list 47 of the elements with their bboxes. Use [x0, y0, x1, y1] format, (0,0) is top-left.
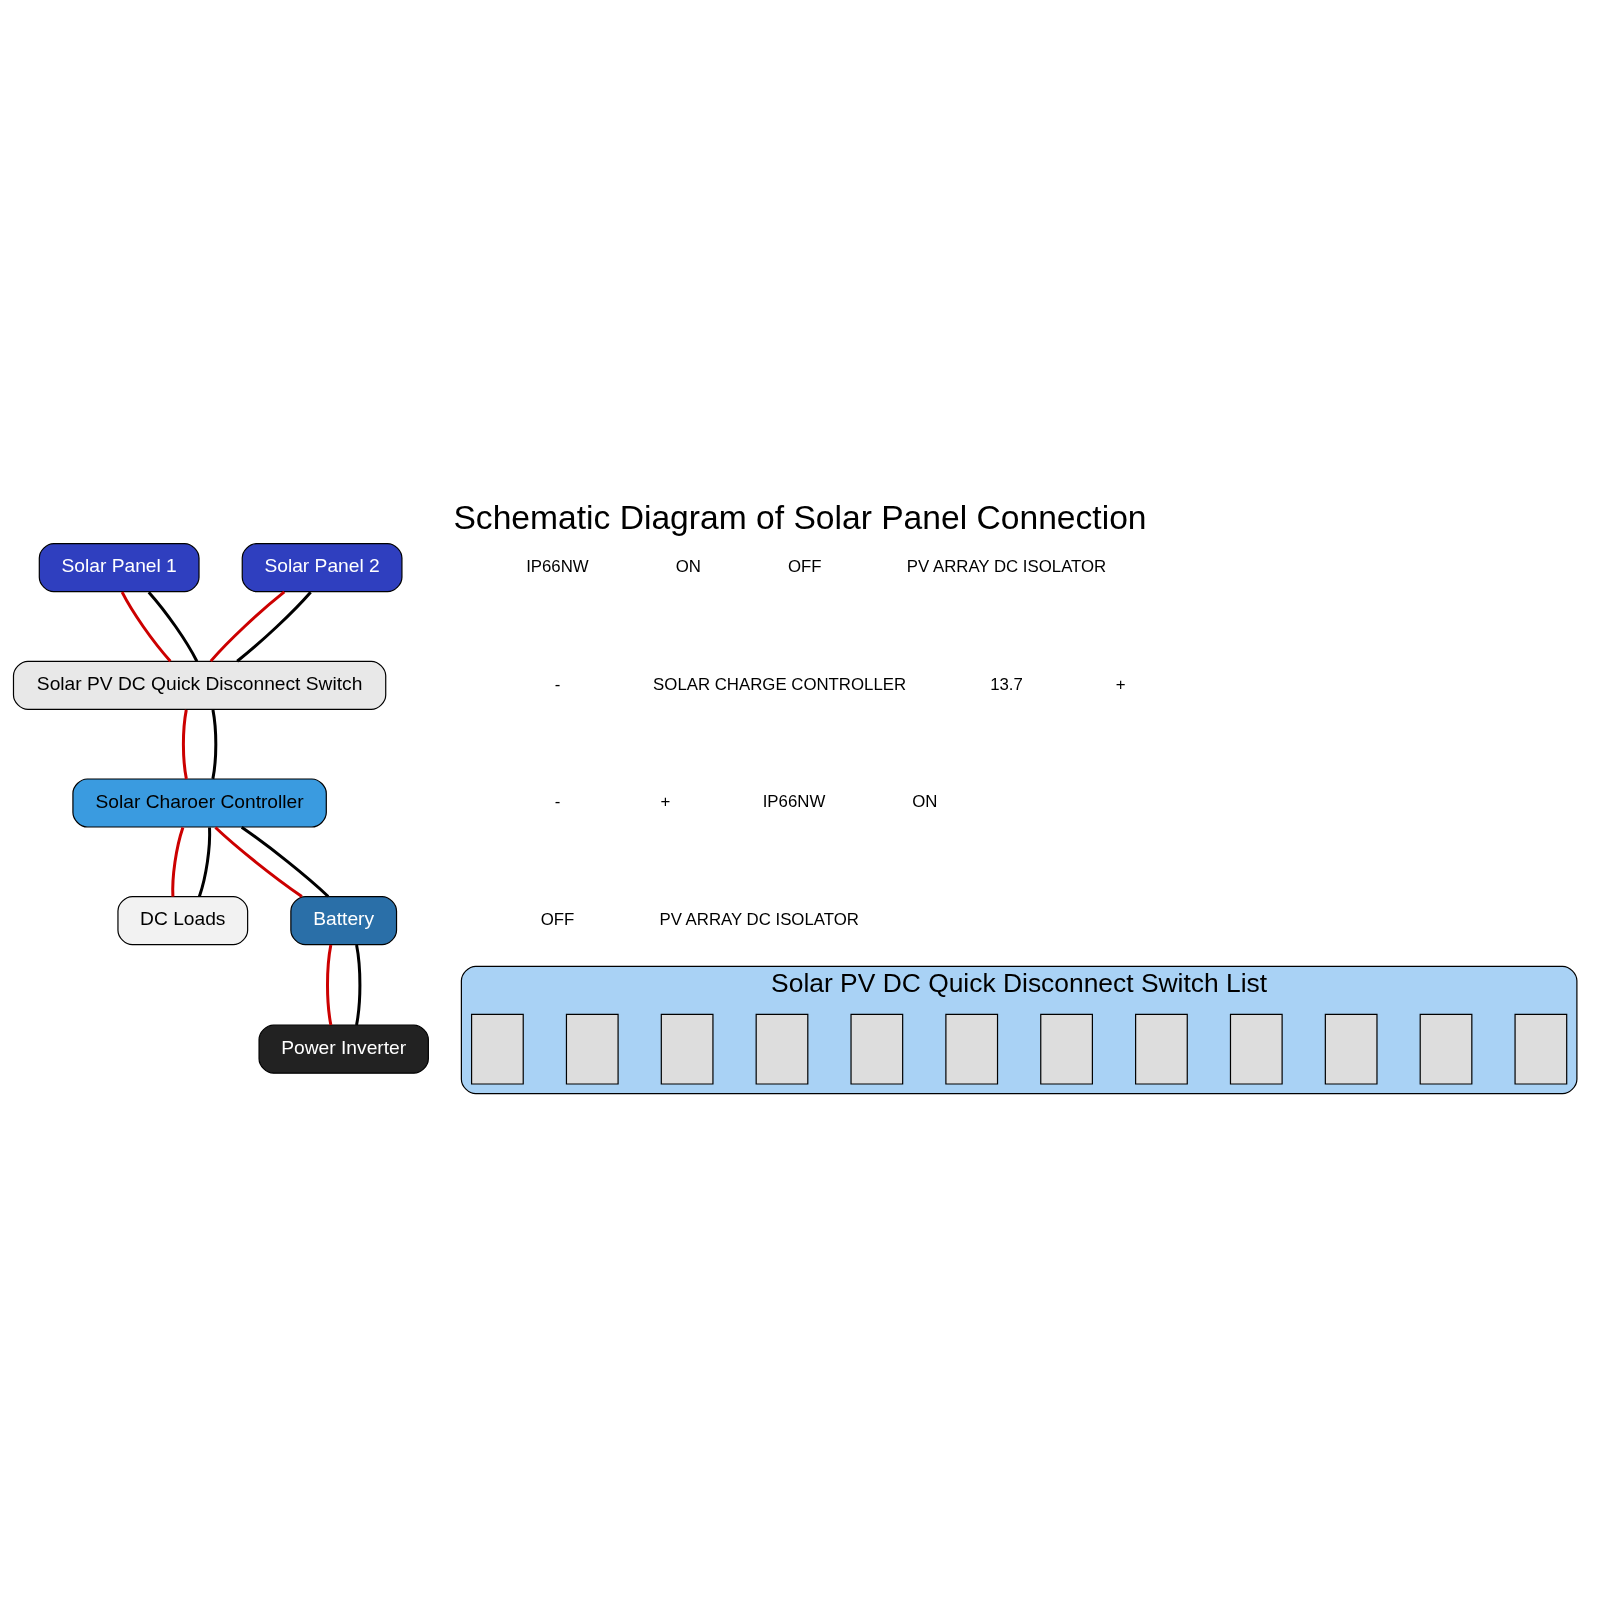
node-box: [1324, 1013, 1378, 1085]
node-box: [1229, 1013, 1283, 1085]
label: +: [1115, 674, 1126, 694]
label: IP66NW: [526, 557, 589, 577]
connector: [236, 591, 312, 663]
label: PV ARRAY DC ISOLATOR: [906, 557, 1107, 577]
label: -: [554, 674, 561, 694]
cluster: Solar PV DC Quick Disconnect Switch List: [460, 965, 1578, 1095]
node-box: [1135, 1013, 1188, 1085]
connector: [240, 826, 330, 898]
label: IP66NW: [762, 792, 826, 812]
node-box: [1040, 1013, 1093, 1085]
connector: [147, 591, 199, 662]
connector: [209, 590, 286, 663]
diagram-title: Schematic Diagram of Solar Panel Connection: [453, 498, 1147, 536]
connector: [197, 827, 212, 898]
node-box: Solar Panel 1: [38, 543, 200, 593]
label: PV ARRAY DC ISOLATOR: [659, 910, 859, 930]
node-box: [755, 1013, 809, 1085]
node-box: Solar Charoer Controller: [72, 778, 327, 828]
connector: [355, 944, 362, 1026]
label: ON: [912, 792, 938, 812]
node-box: [850, 1013, 904, 1085]
label: 13.7: [990, 674, 1023, 694]
node-box: [660, 1013, 714, 1085]
node-box: Battery: [290, 896, 398, 946]
node-box: [1419, 1013, 1473, 1085]
connector: [211, 709, 218, 780]
connector: [120, 591, 172, 663]
connector: [181, 709, 188, 780]
node-box: Solar PV DC Quick Disconnect Switch: [12, 660, 387, 710]
connector: [171, 827, 185, 897]
label: OFF: [788, 557, 822, 577]
connector: [214, 826, 303, 898]
node-box: Solar Panel 2: [241, 543, 403, 593]
node-box: Power Inverter: [258, 1024, 429, 1074]
label: -: [554, 792, 561, 812]
node-box: [945, 1013, 999, 1085]
node-box: DC Loads: [117, 896, 249, 946]
node-box: [565, 1013, 619, 1085]
label: OFF: [540, 910, 575, 930]
label: SOLAR CHARGE CONTROLLER: [653, 674, 907, 694]
connector: [326, 944, 333, 1026]
node-box: [1514, 1013, 1568, 1085]
label: ON: [675, 557, 701, 577]
label: +: [660, 792, 671, 812]
node-box: [471, 1013, 524, 1085]
